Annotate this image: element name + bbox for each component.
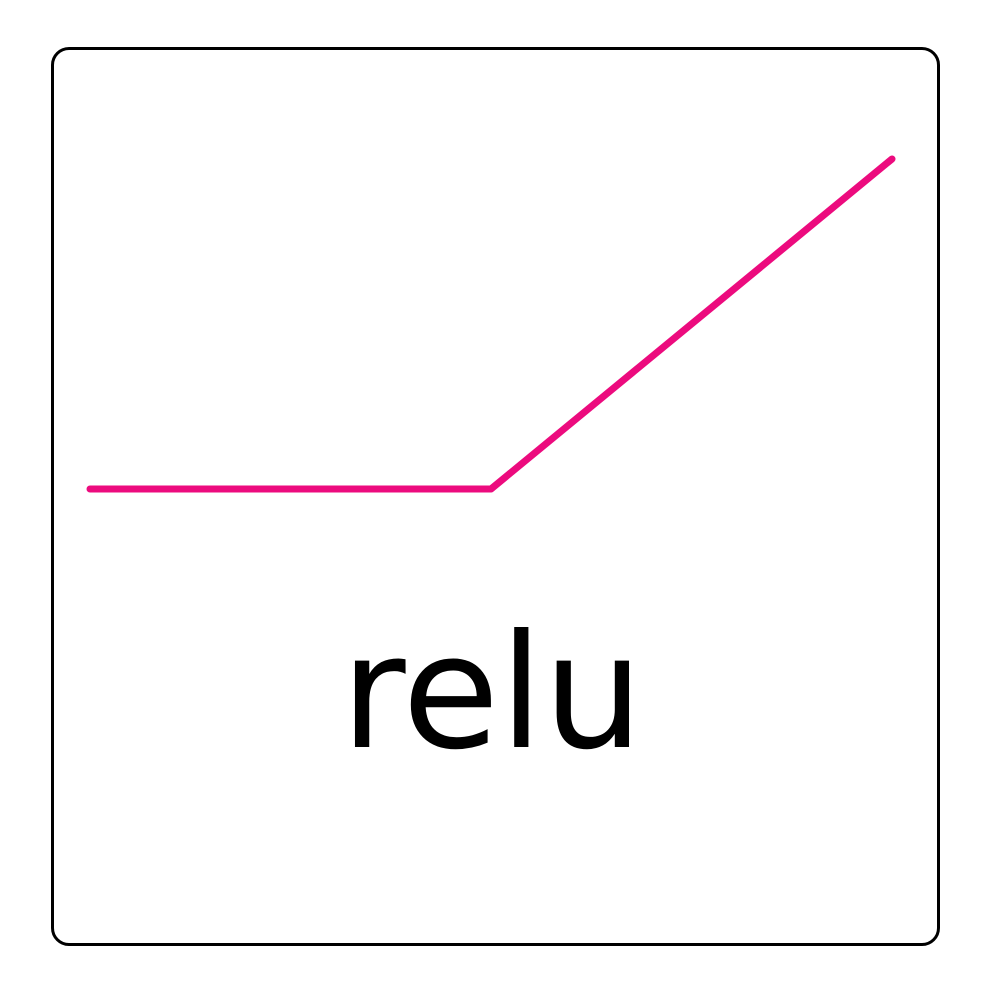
relu-curve-line bbox=[86, 155, 896, 493]
activation-label: relu bbox=[340, 601, 644, 785]
icon-frame bbox=[51, 47, 940, 946]
